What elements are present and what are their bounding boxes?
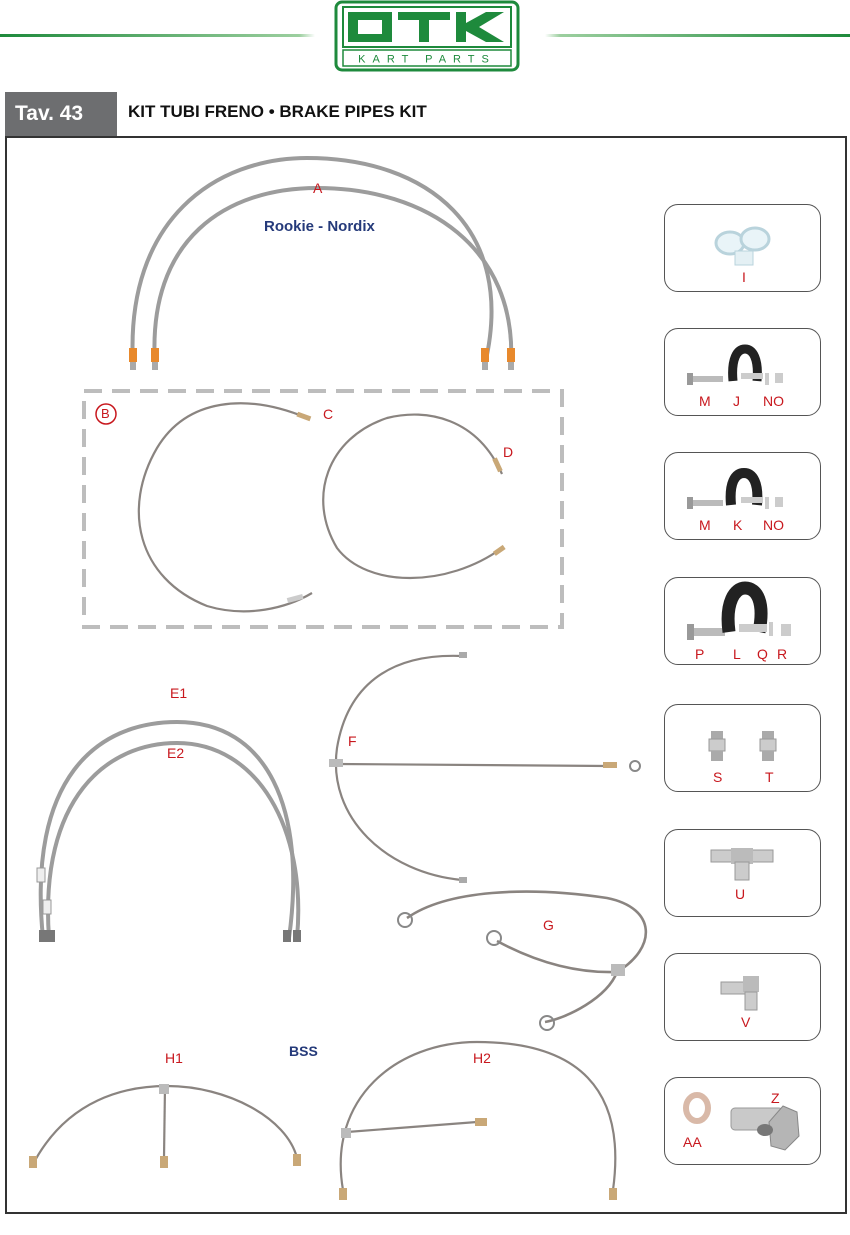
- label-g: G: [543, 917, 554, 933]
- otk-logo: KART PARTS: [334, 0, 520, 72]
- table-number: Tav. 43: [5, 92, 117, 136]
- pipe-a-fittings: [129, 348, 515, 370]
- page-title: KIT TUBI FRENO • BRAKE PIPES KIT: [128, 102, 427, 121]
- label-h2: H2: [473, 1050, 491, 1066]
- clamp-k-icon: [687, 467, 783, 509]
- part-card-aaz: AA Z: [664, 1077, 821, 1165]
- elbow-v-icon: [720, 976, 759, 1011]
- pipe-e: [38, 719, 301, 939]
- card-label-k: K: [733, 517, 743, 533]
- group-bss: BSS: [289, 1043, 318, 1059]
- pipe-a: [130, 155, 514, 366]
- group-b-marker: [95, 403, 117, 425]
- part-card-plqr: P L Q R: [664, 577, 821, 665]
- pipe-g: [406, 890, 648, 1024]
- pipe-h1: [31, 1084, 299, 1167]
- part-card-mjno: M J NO: [664, 328, 821, 416]
- card-label-z: Z: [771, 1090, 780, 1106]
- card-label-t: T: [765, 769, 774, 785]
- clip-i-icon: [714, 226, 771, 266]
- bolt-z-icon: [683, 1092, 800, 1151]
- label-d: D: [503, 444, 514, 460]
- diagram-frame: A Rookie - Nordix B C D E1 E2 F G H1 BSS…: [5, 136, 847, 1214]
- label-b: B: [101, 406, 110, 421]
- card-label-i: I: [742, 269, 746, 285]
- group-b-box: [82, 389, 564, 629]
- card-label-u: U: [735, 886, 746, 902]
- card-label-q: Q: [757, 646, 768, 662]
- group-rookie-nordix: Rookie - Nordix: [264, 218, 375, 235]
- fittings-st-icon: [708, 731, 777, 761]
- part-card-i: I: [664, 204, 821, 292]
- card-label-r: R: [777, 646, 788, 662]
- label-e2: E2: [167, 745, 185, 761]
- label-e1: E1: [170, 685, 188, 701]
- pipe-c: [137, 402, 313, 613]
- part-card-st: S T: [664, 704, 821, 792]
- card-label-m2: M: [699, 517, 711, 533]
- card-label-l: L: [733, 646, 741, 662]
- part-card-v: V: [664, 953, 821, 1041]
- card-label-v: V: [741, 1014, 751, 1030]
- part-card-u: U: [664, 829, 821, 917]
- label-a: A: [313, 180, 323, 196]
- tee-u-icon: [710, 848, 774, 881]
- card-label-no: NO: [763, 393, 784, 409]
- header-line-right: [545, 34, 850, 37]
- clamp-l-icon: [687, 581, 791, 640]
- card-label-m: M: [699, 393, 711, 409]
- pipe-h2: [339, 1040, 617, 1191]
- card-label-s: S: [713, 769, 723, 785]
- card-label-j: J: [733, 393, 740, 409]
- label-f: F: [348, 733, 357, 749]
- card-label-p: P: [695, 646, 705, 662]
- pipe-d: [322, 413, 504, 579]
- pipes-drawing: [29, 155, 648, 1200]
- logo-subtitle: KART PARTS: [358, 54, 496, 66]
- label-c: C: [323, 406, 334, 422]
- part-card-mkno: M K NO: [664, 452, 821, 540]
- card-label-aa: AA: [683, 1134, 702, 1150]
- card-label-no2: NO: [763, 517, 784, 533]
- pipe-f: [334, 654, 608, 882]
- label-h1: H1: [165, 1050, 183, 1066]
- clamp-j-icon: [687, 344, 783, 385]
- header-line-left: [0, 34, 315, 37]
